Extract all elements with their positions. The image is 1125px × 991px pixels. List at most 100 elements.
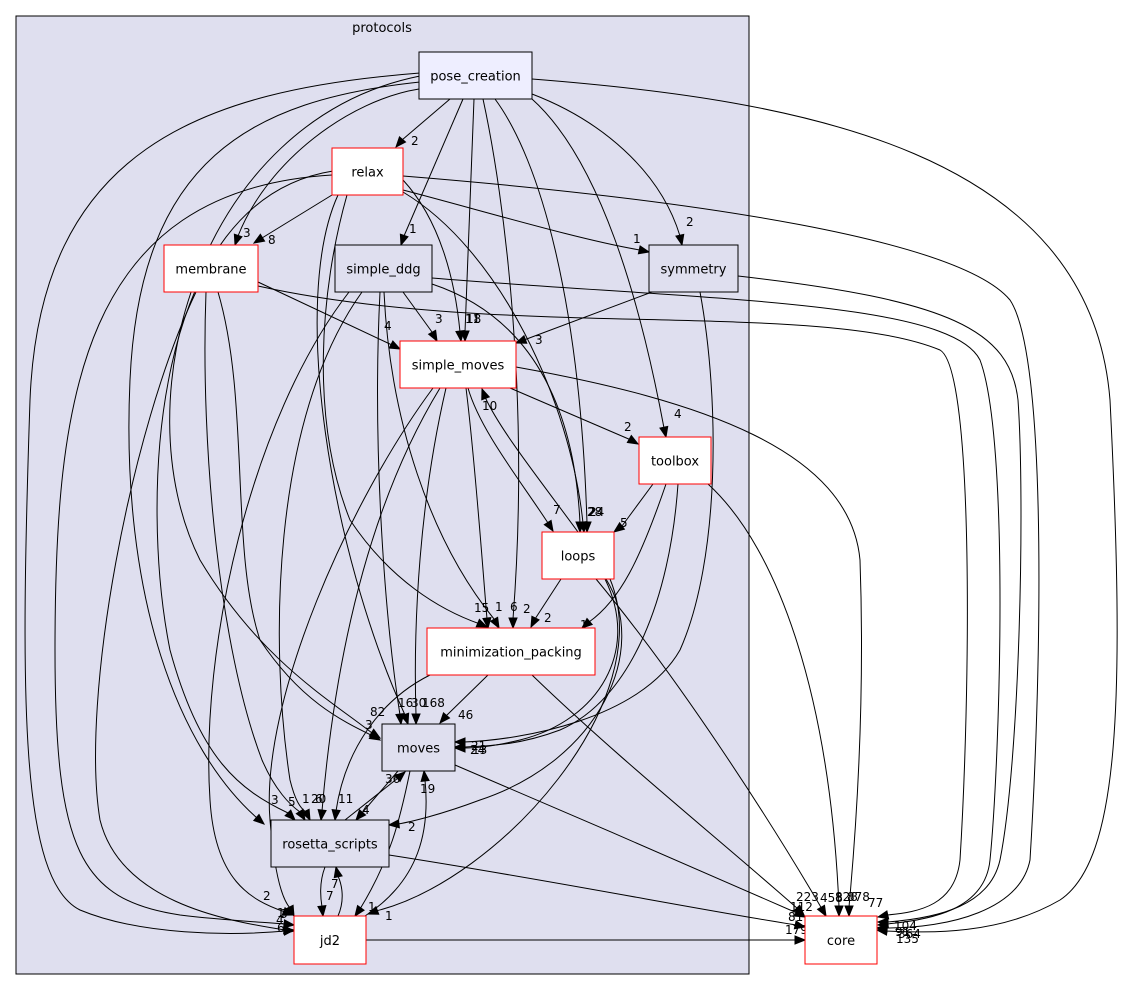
edge-minimization_packing-to-core[interactable]: 223 bbox=[531, 674, 819, 916]
node-rosetta-scripts[interactable]: rosetta_scripts bbox=[270, 819, 390, 868]
edge-label: 13 bbox=[472, 743, 487, 757]
edge-label: 2 bbox=[408, 820, 416, 834]
arrowhead-icon bbox=[575, 521, 585, 534]
node-relax[interactable]: relax bbox=[331, 147, 404, 196]
edge-label: 77 bbox=[868, 896, 883, 910]
edge-pose_creation-to-simple_ddg[interactable]: 1 bbox=[399, 98, 464, 247]
edge-toolbox-to-core[interactable]: 828 bbox=[707, 483, 858, 918]
edge-line bbox=[534, 578, 562, 620]
edge-line bbox=[515, 366, 863, 908]
edge-line bbox=[261, 194, 333, 239]
arrowhead-icon bbox=[411, 713, 421, 726]
edge-toolbox-to-minimization_packing[interactable]: 1 bbox=[580, 483, 667, 632]
arrowhead-icon bbox=[455, 330, 465, 343]
node-moves[interactable]: moves bbox=[381, 723, 456, 772]
edge-rosetta_scripts-to-moves[interactable]: 36 bbox=[344, 771, 407, 821]
edge-simple_moves-to-rosetta_scripts[interactable]: 20 bbox=[311, 387, 441, 822]
node-simple-ddg[interactable]: simple_ddg bbox=[334, 244, 433, 293]
edge-simple_moves-to-toolbox[interactable]: 2 bbox=[509, 387, 640, 445]
edge-relax-to-membrane[interactable]: 8 bbox=[252, 194, 333, 247]
edge-loops-to-moves[interactable]: 13 bbox=[453, 578, 619, 757]
edge-line bbox=[588, 483, 667, 623]
edge-simple_moves-to-moves[interactable]: 168 bbox=[411, 387, 447, 726]
edge-simple_moves-to-minimization_packing[interactable]: 6 bbox=[465, 387, 518, 630]
edge-label: 8 bbox=[268, 233, 276, 247]
node-loops[interactable]: loops bbox=[541, 531, 615, 580]
node-jd2[interactable]: jd2 bbox=[293, 915, 367, 965]
edge-label: 36 bbox=[385, 772, 400, 786]
arrowhead-icon bbox=[393, 771, 407, 783]
edge-simple_moves-to-jd2[interactable]: 3 bbox=[268, 387, 434, 921]
edge-minimization_packing-to-moves[interactable]: 46 bbox=[439, 674, 489, 725]
edge-jd2-to-moves[interactable]: 19 bbox=[364, 769, 435, 917]
edge-rosetta_scripts-to-jd2[interactable]: 7 bbox=[317, 866, 334, 918]
edge-label: 20 bbox=[311, 792, 326, 806]
edge-rosetta_scripts-to-core[interactable]: 81 bbox=[388, 854, 807, 930]
edge-label: 1 bbox=[368, 900, 376, 914]
edge-line bbox=[531, 78, 1118, 933]
edge-simple_moves-to-loops[interactable]: 7 bbox=[467, 387, 561, 533]
edge-toolbox-to-loops[interactable]: 5 bbox=[612, 483, 654, 533]
edge-jd2-to-rosetta_scripts[interactable]: 7 bbox=[331, 865, 343, 917]
arrowhead-icon bbox=[530, 615, 540, 629]
edge-label: 135 bbox=[896, 932, 919, 946]
edge-moves-to-core[interactable]: 112 bbox=[454, 764, 813, 918]
node-minimization-packing[interactable]: minimization_packing bbox=[426, 627, 596, 676]
node-box bbox=[334, 244, 433, 293]
edge-relax-to-moves[interactable]: 30 bbox=[316, 194, 426, 726]
edge-loops-to-core[interactable]: 458 bbox=[595, 578, 843, 918]
edge-line bbox=[523, 291, 653, 341]
edge-line bbox=[337, 875, 343, 917]
edge-symmetry-to-simple_moves[interactable]: 3 bbox=[514, 291, 653, 347]
edge-label: 82 bbox=[370, 705, 385, 719]
edge-simple_ddg-to-simple_moves[interactable]: 3 bbox=[402, 291, 443, 343]
edge-minimization_packing-to-rosetta_scripts[interactable]: 11 bbox=[331, 674, 431, 822]
edge-simple_ddg-to-rosetta_scripts[interactable]: 6 bbox=[278, 291, 363, 822]
node-label: minimization_packing bbox=[440, 646, 582, 661]
edge-simple_ddg-to-loops[interactable]: 2 bbox=[431, 283, 596, 534]
edge-pose_creation-to-toolbox[interactable]: 4 bbox=[531, 98, 682, 439]
arrowhead-icon bbox=[514, 334, 528, 344]
edge-label: 18 bbox=[466, 312, 481, 326]
edge-label: 2 bbox=[544, 611, 552, 625]
edge-membrane-to-simple_moves[interactable]: 4 bbox=[257, 281, 402, 350]
arrowhead-icon bbox=[420, 769, 430, 782]
edge-relax-to-simple_moves[interactable]: 18 bbox=[402, 179, 481, 343]
edge-relax-to-rosetta_scripts[interactable]: 5 bbox=[156, 170, 334, 821]
edge-simple_moves-to-core[interactable]: 878 bbox=[515, 366, 870, 918]
edge-simple_ddg-to-minimization_packing[interactable]: 1 bbox=[383, 291, 503, 630]
arrowhead-icon bbox=[285, 904, 295, 918]
edge-jd2-to-core[interactable]: 179 bbox=[366, 923, 808, 945]
edge-pose_creation-to-symmetry[interactable]: 2 bbox=[531, 93, 694, 247]
edge-label: 364 bbox=[898, 927, 921, 941]
node-membrane[interactable]: membrane bbox=[163, 244, 259, 293]
edge-pose_creation-to-rosetta_scripts[interactable]: 3 bbox=[128, 81, 421, 825]
edge-membrane-to-jd2[interactable]: 1 bbox=[95, 291, 296, 935]
edge-relax-to-core[interactable]: 364 bbox=[402, 175, 1040, 941]
edge-label: 458 bbox=[820, 891, 843, 905]
edge-loops-to-simple_moves[interactable]: 10 bbox=[481, 387, 579, 533]
edge-relax-to-jd2[interactable]: 4 bbox=[54, 174, 333, 929]
node-core[interactable]: core bbox=[804, 915, 878, 965]
edge-membrane-to-core[interactable]: 77 bbox=[257, 285, 968, 920]
edge-line bbox=[128, 81, 421, 819]
edge-relax-to-symmetry[interactable]: 1 bbox=[402, 189, 651, 255]
edge-line bbox=[401, 98, 451, 141]
edge-symmetry-to-core[interactable]: 104 bbox=[737, 275, 1022, 933]
edge-loops-to-minimization_packing[interactable]: 2 bbox=[530, 578, 562, 629]
edge-label: 828 bbox=[835, 890, 858, 904]
edge-pose_creation-to-relax[interactable]: 2 bbox=[395, 98, 451, 149]
edge-pose_creation-to-membrane[interactable]: 3 bbox=[233, 88, 420, 247]
edge-label: 10 bbox=[482, 399, 497, 413]
node-symmetry[interactable]: symmetry bbox=[648, 244, 739, 293]
edge-line bbox=[463, 578, 619, 749]
edge-simple_ddg-to-moves[interactable]: 16 bbox=[377, 291, 414, 726]
arrowhead-icon bbox=[626, 434, 640, 445]
node-toolbox[interactable]: toolbox bbox=[638, 436, 712, 485]
edge-label: 11 bbox=[465, 312, 480, 326]
node-simple-moves[interactable]: simple_moves bbox=[399, 340, 517, 389]
edge-moves-to-jd2[interactable]: 1 bbox=[354, 770, 411, 918]
edge-membrane-to-moves[interactable]: 3 bbox=[217, 291, 382, 741]
node-pose-creation[interactable]: pose_creation bbox=[418, 51, 533, 100]
edge-line bbox=[169, 75, 421, 734]
